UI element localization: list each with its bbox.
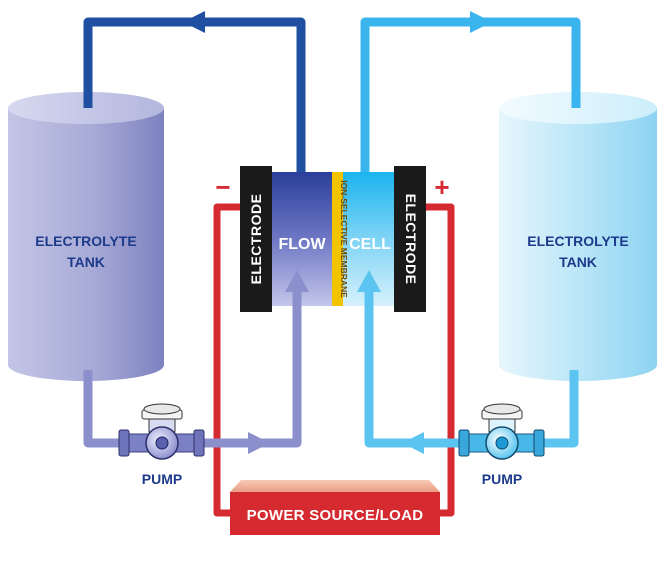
negative-sign: −	[215, 172, 230, 202]
right-electrode-label: ELECTRODE	[403, 194, 419, 285]
left-electrode-label: ELECTRODE	[248, 194, 264, 285]
dark-blue-flow-arrow	[183, 11, 205, 33]
cell-word-flow: FLOW	[278, 236, 326, 253]
membrane-label: ION-SELECTIVE MEMBRANE	[339, 180, 349, 298]
ion-selective-membrane	[332, 172, 343, 306]
purple-flow-arrow-up	[285, 270, 309, 292]
cell-word-cell: CELL	[349, 236, 391, 253]
left-electrolyte-tank: ELECTROLYTE TANK	[8, 92, 164, 381]
right-pump: PUMP	[458, 403, 545, 487]
light-blue-flow-arrow-up	[357, 270, 381, 292]
power-source-label: POWER SOURCE/LOAD	[247, 507, 424, 524]
left-pump: PUMP	[118, 403, 205, 487]
left-pump-label: PUMP	[142, 471, 182, 487]
negative-electrode: ELECTRODE	[240, 166, 272, 312]
left-tank-label-line1: ELECTROLYTE	[35, 233, 136, 249]
right-pump-label: PUMP	[482, 471, 522, 487]
positive-sign: +	[434, 172, 449, 202]
positive-electrode: ELECTRODE	[394, 166, 426, 312]
positive-wire	[420, 203, 455, 517]
light-blue-flow-arrow	[470, 11, 492, 33]
right-tank-label-line1: ELECTROLYTE	[527, 233, 628, 249]
right-tank-label-line2: TANK	[559, 254, 597, 270]
purple-flow-arrow-horizontal	[248, 432, 270, 454]
electrical-circuit	[213, 203, 455, 517]
right-electrolyte-tank: ELECTROLYTE TANK	[499, 92, 657, 381]
left-tank-label-line2: TANK	[67, 254, 105, 270]
negative-wire	[213, 203, 240, 517]
power-source-load: POWER SOURCE/LOAD	[230, 480, 440, 535]
light-blue-flow-arrow-horizontal	[402, 432, 424, 454]
